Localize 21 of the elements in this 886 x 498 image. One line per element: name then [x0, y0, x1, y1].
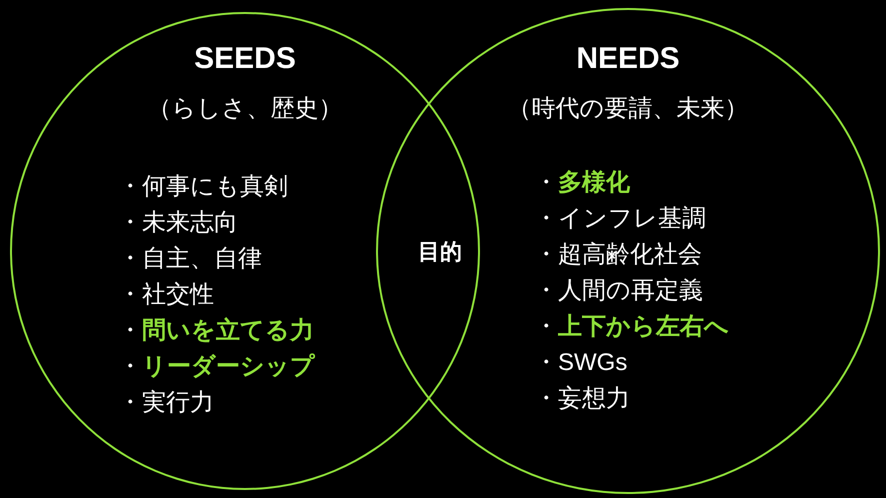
bullet-item: ・インフレ基調: [534, 204, 706, 234]
bullet-item: ・実行力: [118, 388, 214, 418]
bullet-item: ・上下から左右へ: [534, 312, 729, 342]
venn-circle: [10, 12, 480, 490]
bullet-item: ・リーダーシップ: [118, 352, 315, 382]
bullet-item: ・超高齢化社会: [534, 240, 702, 270]
venn-circle: [376, 8, 880, 494]
circle-subtitle: （らしさ、歴史）: [146, 94, 344, 124]
bullet-item: ・SWGs: [534, 348, 628, 378]
bullet-item: ・自主、自律: [118, 244, 262, 274]
bullet-item: ・未来志向: [118, 208, 238, 238]
bullet-item: ・人間の再定義: [534, 276, 703, 306]
bullet-item: ・社交性: [118, 280, 214, 310]
bullet-item: ・多様化: [534, 168, 630, 198]
center-label: 目的: [418, 237, 462, 267]
circle-heading: SEEDS: [193, 42, 297, 76]
circle-subtitle: （時代の要請、未来）: [506, 94, 750, 124]
bullet-item: ・問いを立てる力: [118, 316, 314, 346]
bullet-item: ・何事にも真剣: [118, 172, 288, 202]
circle-heading: NEEDS: [575, 42, 681, 76]
bullet-item: ・妄想力: [534, 384, 630, 414]
